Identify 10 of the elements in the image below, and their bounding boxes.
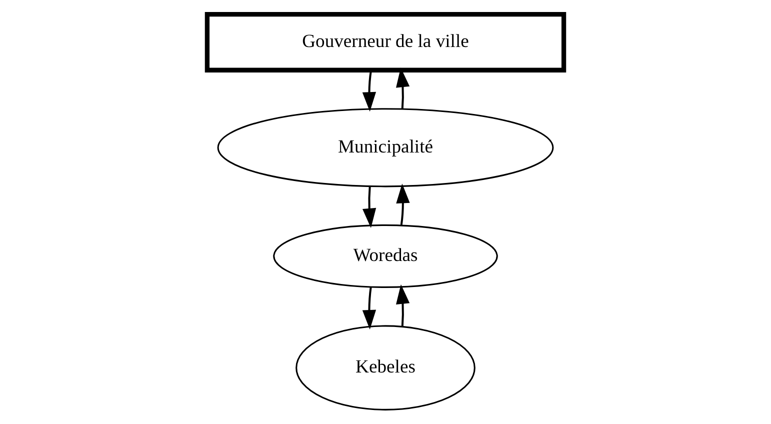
arrow — [396, 68, 410, 109]
arrow — [362, 186, 376, 228]
node-ellipse: Kebeles — [296, 325, 476, 410]
node-ellipse: Municipalité — [217, 108, 554, 188]
node-ellipse: Woredas — [273, 224, 498, 288]
arrow — [396, 184, 410, 226]
arrow — [362, 287, 376, 330]
arrow — [362, 70, 376, 112]
node-box: Gouverneur de la ville — [204, 12, 566, 72]
arrow — [396, 284, 410, 327]
